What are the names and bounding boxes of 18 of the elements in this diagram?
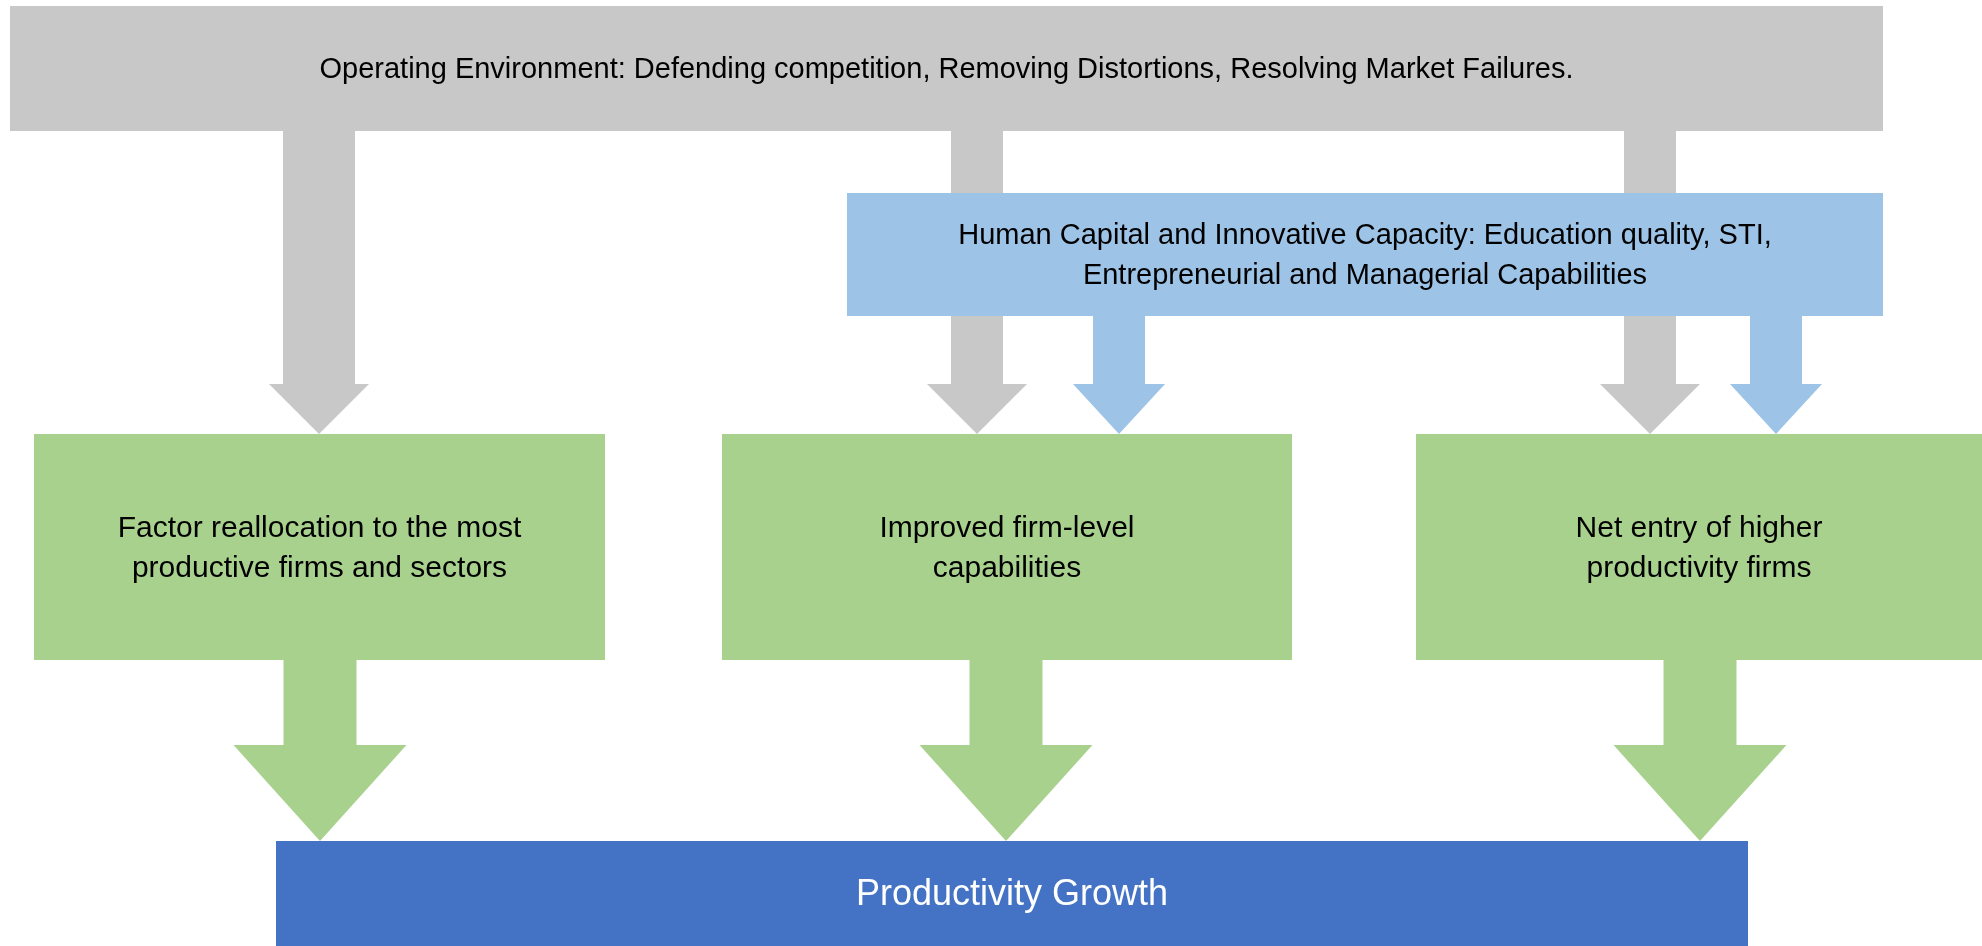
box-text: Operating Environment: Defending competition, Removing Distortions, Resolving Market Failures. [319,50,1574,86]
result-box [276,841,1748,946]
box-text: Factor reallocation to the most productive firms and sectors [116,508,523,585]
box-text: Human Capital and Innovative Capacity: Education quality, STI, Entrepreneurial and Managerial Capabilities [957,217,1773,292]
block-arrow [1730,316,1822,434]
box-text: Net entry of higher productivity firms [1574,508,1824,585]
block-arrow [233,660,407,841]
block-arrow [1073,316,1165,434]
banner-box [847,193,1883,316]
block-arrow [1613,660,1787,841]
banner-box [10,6,1883,131]
block-arrow [269,131,369,434]
box-text: Productivity Growth [855,871,1169,916]
process-box [1416,434,1982,660]
box-text: Improved firm-level capabilities [878,508,1136,585]
process-box [34,434,605,660]
block-arrow [919,660,1093,841]
process-box [722,434,1292,660]
